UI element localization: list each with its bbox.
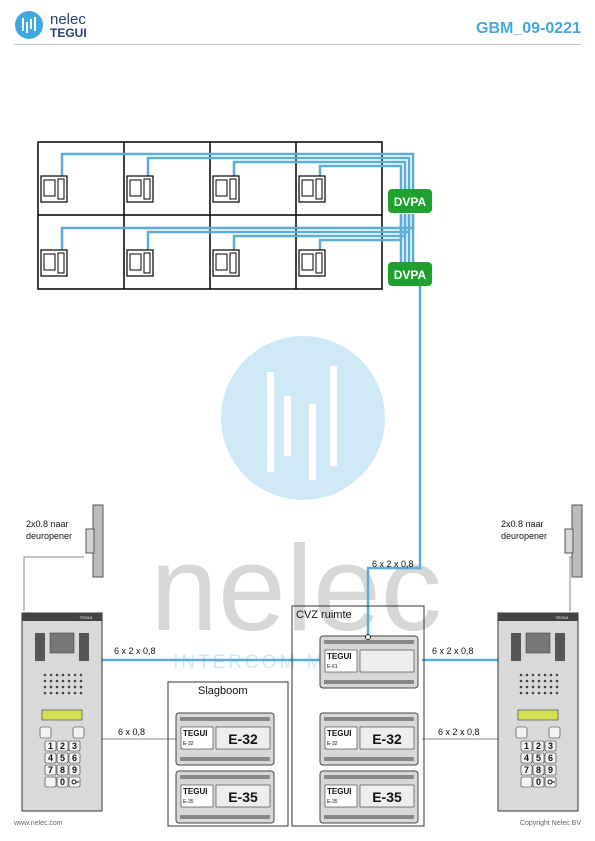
power-supply-e32-cvz: TEGUI E-32 E-32 <box>319 712 419 766</box>
cabling-row-2 <box>60 214 415 262</box>
panel-brand: TEGUI <box>80 615 92 620</box>
left-panel-cable-label: 6 x 2 x 0,8 <box>114 646 156 656</box>
psu-brand: TEGUI <box>327 787 351 796</box>
psu-id: E-32 <box>327 741 338 747</box>
psu-id: E-61 <box>327 664 338 670</box>
watermark-word: nelec <box>150 520 442 656</box>
power-supply-e35-barrier: TEGUI E-35 E-35 <box>175 770 275 824</box>
keypad-key: 9 <box>72 765 77 775</box>
keypad-key: 4 <box>48 753 53 763</box>
door-opener-label-right-line2: deuropener <box>501 531 548 541</box>
monitor-icon <box>212 175 240 203</box>
logo-brand: TEGUI <box>50 26 87 40</box>
keypad-key: 9 <box>548 765 553 775</box>
keypad-key: 4 <box>524 753 529 763</box>
barrier-title: Slagboom <box>198 685 248 697</box>
keypad-key: 0 <box>536 777 541 787</box>
header-divider <box>14 44 581 45</box>
door-opener-left <box>85 504 104 578</box>
barrier-box <box>167 681 289 827</box>
keypad-key: 8 <box>536 765 541 775</box>
psu-brand: TEGUI <box>327 652 351 661</box>
riser-cable-label: 6 x 2 x 0,8 <box>372 559 414 569</box>
psu-model: E-32 <box>228 731 258 747</box>
door-opener-label-left-line2: deuropener <box>26 531 73 541</box>
dvpa-amplifier-1: DVPA <box>388 189 432 213</box>
indoor-monitors-row-1 <box>40 175 326 203</box>
monitor-icon <box>40 175 68 203</box>
keypad-key: 7 <box>524 765 529 775</box>
keypad-key: 3 <box>72 741 77 751</box>
keypad-key: 6 <box>548 753 553 763</box>
right-panel-cable-label-top: 6 x 2 x 0,8 <box>432 646 474 656</box>
monitor-icon <box>126 175 154 203</box>
dvpa-label: DVPA <box>394 268 427 282</box>
keypad-key: 5 <box>536 753 541 763</box>
keypad-key: 2 <box>536 741 541 751</box>
psu-id: E-35 <box>327 799 338 805</box>
riser-cable <box>366 286 422 637</box>
psu-id: E-32 <box>183 741 194 747</box>
psu-model: E-32 <box>372 731 402 747</box>
door-opener-label-right-line1: 2x0.8 naar <box>501 519 544 529</box>
keypad-key: 3 <box>548 741 553 751</box>
panel-brand: TEGUI <box>556 615 568 620</box>
power-supply-e32-barrier: TEGUI E-32 E-32 <box>175 712 275 766</box>
psu-brand: TEGUI <box>183 787 207 796</box>
document-code: GBM_09-0221 <box>476 20 581 37</box>
keypad-key: 8 <box>60 765 65 775</box>
psu-id: E-35 <box>183 799 194 805</box>
apartment-grid <box>37 141 383 290</box>
keypad-key: 1 <box>48 741 53 751</box>
keypad-key: 7 <box>48 765 53 775</box>
footer-website: www.nelec.com <box>14 820 63 827</box>
monitor-icon <box>126 249 154 277</box>
watermark: nelec INTERCOM MASTERY <box>150 336 442 673</box>
monitor-icon <box>40 249 68 277</box>
power-supply-e61: TEGUI E-61 <box>319 635 419 689</box>
cvz-room-title: CVZ ruimte <box>296 609 352 621</box>
cabling-row-1 <box>60 152 415 196</box>
key-icon <box>71 779 79 785</box>
keypad-key: 0 <box>60 777 65 787</box>
psu-brand: TEGUI <box>327 729 351 738</box>
keypad-key: 5 <box>60 753 65 763</box>
right-panel-cable-label-bottom: 6 x 2 x 0,8 <box>438 727 480 737</box>
dvpa-amplifier-2: DVPA <box>388 262 432 286</box>
monitor-icon <box>298 249 326 277</box>
monitor-icon <box>212 249 240 277</box>
dvpa-label: DVPA <box>394 195 427 209</box>
keypad-key: 2 <box>60 741 65 751</box>
door-opener-right <box>564 504 583 578</box>
key-icon <box>547 779 555 785</box>
logo-name: nelec <box>50 11 86 28</box>
psu-model: E-35 <box>372 789 402 805</box>
barrier-cable-label: 6 x 0,8 <box>118 727 146 737</box>
keypad-key: 1 <box>524 741 529 751</box>
monitor-icon <box>298 175 326 203</box>
nelec-logo-icon <box>15 11 43 39</box>
indoor-monitors-row-2 <box>40 249 326 277</box>
watermark-circle <box>221 336 385 500</box>
keypad-key: 6 <box>72 753 77 763</box>
psu-brand: TEGUI <box>183 729 207 738</box>
cvz-room-box <box>291 605 425 827</box>
watermark-logo-icon <box>267 366 337 480</box>
psu-model: E-35 <box>228 789 258 805</box>
outdoor-panel-right: TEGUI 1 2 3 4 5 6 7 8 9 0 <box>497 612 579 812</box>
footer-copyright: Copyright Nelec BV <box>519 820 581 827</box>
connection-point <box>365 634 371 640</box>
outdoor-panel-left: TEGUI 1 2 3 4 5 6 7 8 9 0 <box>21 612 103 812</box>
power-supply-e35-cvz: TEGUI E-35 E-35 <box>319 770 419 824</box>
door-opener-label-left-line1: 2x0.8 naar <box>26 519 69 529</box>
